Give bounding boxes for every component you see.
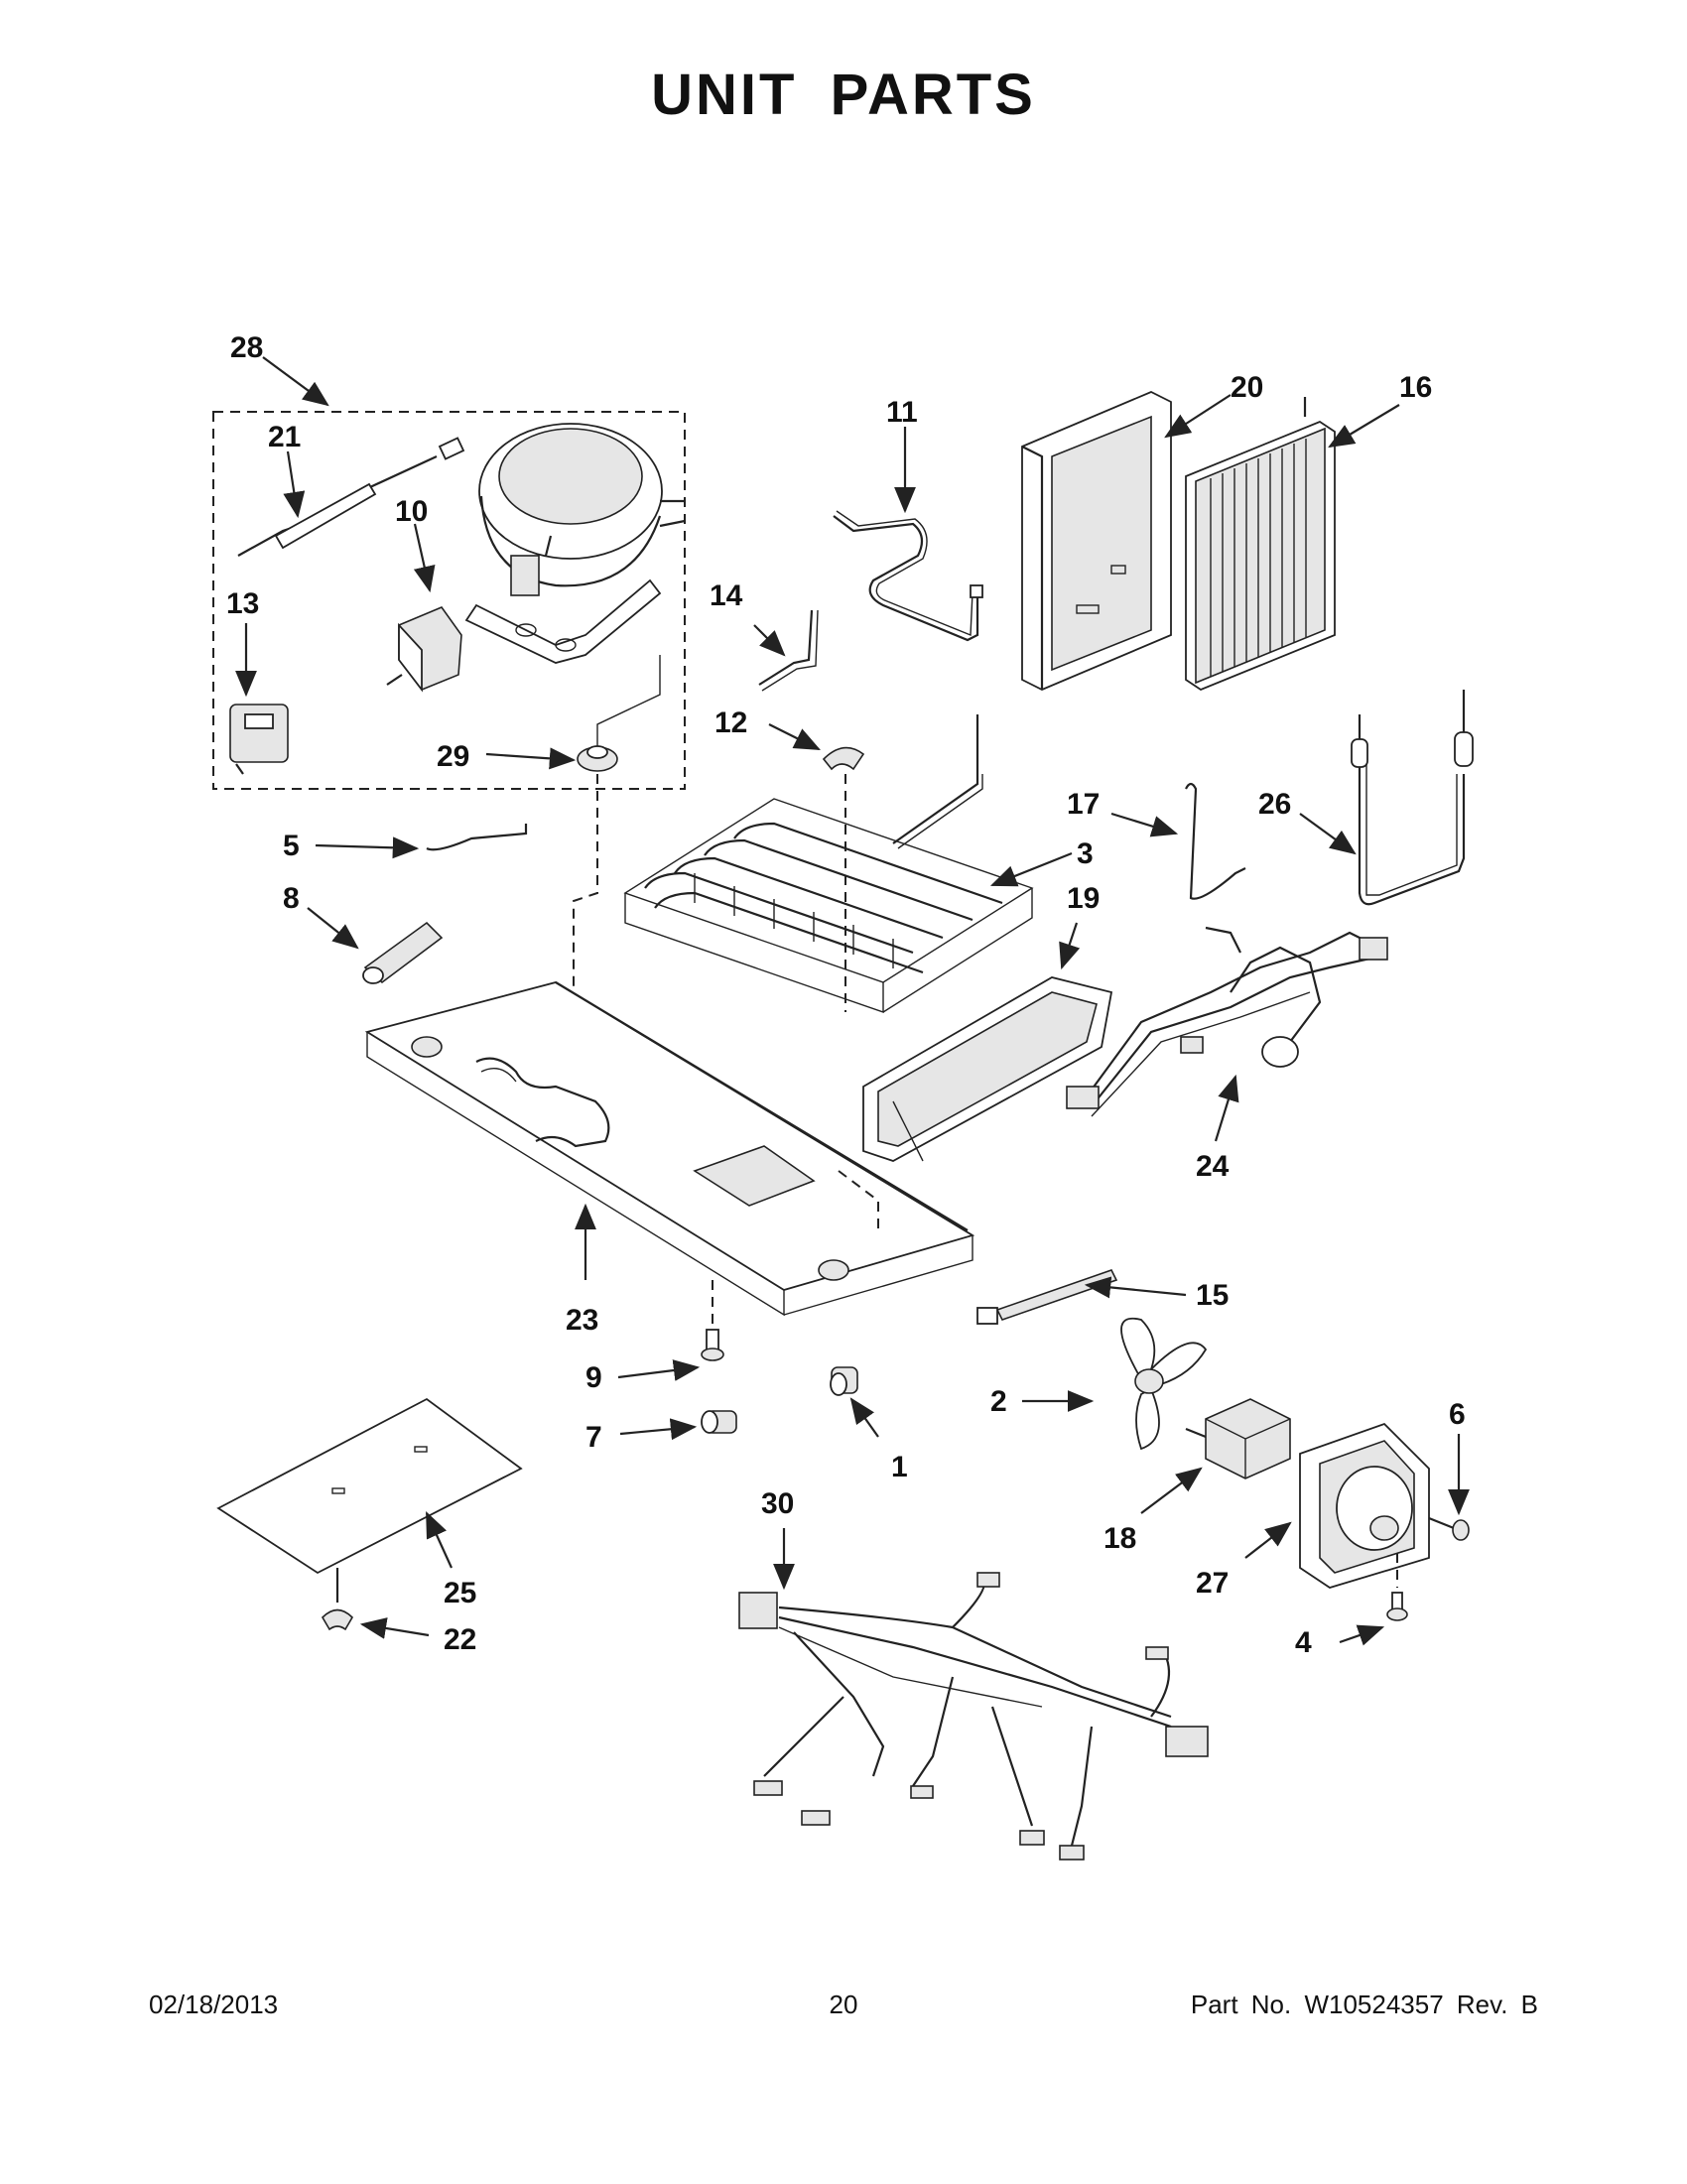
footer-date: 02/18/2013 xyxy=(149,1990,279,2019)
compressor-part xyxy=(464,423,686,664)
callout-9: 9 xyxy=(585,1361,602,1394)
fan-bracket-part-27 xyxy=(1299,1422,1430,1589)
callout-21: 21 xyxy=(268,421,301,453)
cover-part-20 xyxy=(1021,391,1172,691)
callout-26: 26 xyxy=(1258,788,1291,821)
grommet-part xyxy=(577,655,661,772)
callout-8: 8 xyxy=(283,882,300,915)
overload-part xyxy=(229,704,289,775)
clip-part-22 xyxy=(321,1568,354,1631)
footer-page-number: 20 xyxy=(829,1990,858,2019)
footer-part-number: Part No. W10524357 Rev. B xyxy=(1190,1990,1538,2019)
tube-part-14 xyxy=(758,609,819,692)
wire-harness-part-24 xyxy=(1066,926,1388,1117)
wire-harness-part-30 xyxy=(738,1572,1209,1861)
evaporator-part-3 xyxy=(623,714,1034,1013)
callout-28: 28 xyxy=(230,331,263,364)
screw-part-9 xyxy=(701,1280,724,1361)
clip-part-12 xyxy=(822,746,865,771)
compressor-kit-outline xyxy=(212,411,686,790)
drain-pan-part-19 xyxy=(862,976,1113,1162)
clip-part-17 xyxy=(1185,782,1246,900)
relay-part xyxy=(386,606,462,693)
callout-15: 15 xyxy=(1196,1279,1229,1312)
filter-drier-part xyxy=(237,437,465,557)
callout-11: 11 xyxy=(886,396,918,429)
callout-5: 5 xyxy=(283,830,300,862)
callout-23: 23 xyxy=(566,1304,598,1337)
fan-motor-part-18 xyxy=(1185,1398,1291,1479)
shield-part-25 xyxy=(216,1397,523,1575)
screw-part-4 xyxy=(1386,1553,1408,1621)
condenser-part-16 xyxy=(1185,397,1336,692)
spacer-part-7 xyxy=(701,1410,737,1434)
tube-part-11 xyxy=(833,510,983,642)
base-plate-part-23 xyxy=(364,981,975,1317)
callout-24: 24 xyxy=(1196,1150,1230,1183)
callout-10: 10 xyxy=(395,495,428,528)
callout-30: 30 xyxy=(761,1487,794,1520)
callout-17: 17 xyxy=(1067,788,1100,821)
callout-2: 2 xyxy=(990,1385,1007,1418)
callout-6: 6 xyxy=(1449,1398,1466,1431)
callout-12: 12 xyxy=(714,707,747,739)
assembly-line xyxy=(573,774,598,1151)
wire-part-5 xyxy=(426,824,528,851)
grommet-part-1 xyxy=(830,1366,858,1396)
page-title: UNIT PARTS xyxy=(651,63,1036,127)
callout-27: 27 xyxy=(1196,1567,1229,1600)
callout-7: 7 xyxy=(585,1421,602,1454)
callout-25: 25 xyxy=(444,1577,476,1609)
tube-part-8 xyxy=(362,921,444,984)
screw-part-6 xyxy=(1428,1516,1470,1541)
tube-part-26 xyxy=(1351,690,1474,906)
callout-labels: 28 21 10 13 29 11 20 16 14 12 17 26 3 19… xyxy=(226,331,1466,1659)
callout-16: 16 xyxy=(1399,371,1432,404)
leader-arrows xyxy=(235,356,1470,1646)
callout-1: 1 xyxy=(891,1451,908,1483)
callout-20: 20 xyxy=(1231,371,1263,404)
callout-19: 19 xyxy=(1067,882,1100,915)
callout-13: 13 xyxy=(226,587,259,620)
callout-18: 18 xyxy=(1103,1522,1136,1555)
fan-blade-part-2 xyxy=(1120,1317,1208,1451)
callout-29: 29 xyxy=(437,740,469,773)
callout-3: 3 xyxy=(1077,837,1094,870)
cable-tie-part-15 xyxy=(976,1269,1118,1325)
callout-4: 4 xyxy=(1295,1626,1312,1659)
callout-22: 22 xyxy=(444,1623,476,1656)
callout-14: 14 xyxy=(710,579,743,612)
